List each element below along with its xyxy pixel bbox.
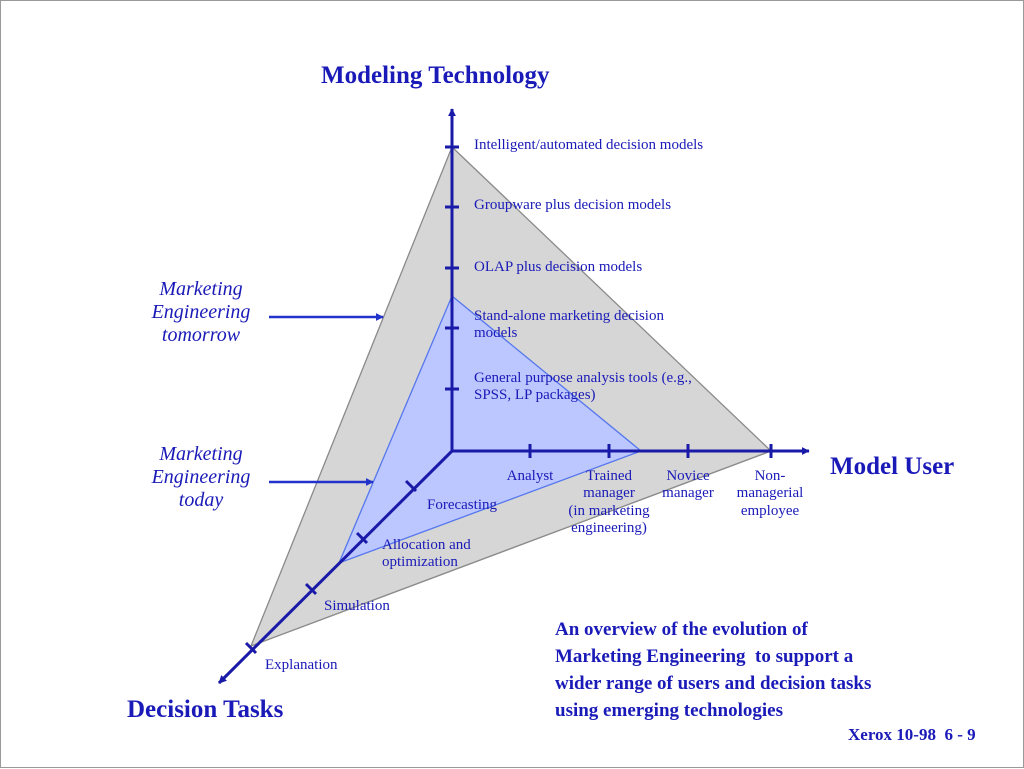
marketing-engineering-tomorrow-label: Marketing Engineering tomorrow (151, 278, 251, 346)
model-user-title: Model User (830, 453, 955, 480)
modeling-level-label: General purpose analysis tools (e.g., SP… (474, 370, 692, 404)
modeling-level-label: Intelligent/automated decision models (474, 137, 704, 153)
user-level-label: Trained manager (in marketing engineerin… (568, 468, 650, 536)
task-tick (304, 582, 318, 596)
task-level-label: Allocation and optimization (382, 537, 471, 571)
task-tick (404, 479, 418, 493)
modeling-level-label: Stand-alone marketing decision models (474, 308, 664, 342)
caption: An overview of the evolution of Marketin… (555, 619, 872, 721)
task-level-label: Explanation (265, 657, 338, 673)
decision-tasks-title: Decision Tasks (127, 696, 284, 723)
user-level-label: Novice manager (662, 468, 714, 502)
user-level-label: Analyst (506, 468, 554, 484)
task-level-label: Simulation (324, 598, 390, 614)
task-tick (244, 641, 258, 655)
modeling-technology-title: Modeling Technology (321, 62, 550, 89)
footer-slide-number: Xerox 10-98 6 - 9 (848, 725, 976, 744)
marketing-engineering-today-label: Marketing Engineering today (151, 443, 251, 511)
today-region (337, 294, 643, 565)
task-level-label: Forecasting (427, 497, 497, 513)
task-tick (355, 531, 369, 545)
modeling-level-label: Groupware plus decision models (474, 197, 672, 213)
user-level-label: Non- managerial employee (736, 468, 804, 519)
modeling-level-label: OLAP plus decision models (474, 259, 643, 275)
